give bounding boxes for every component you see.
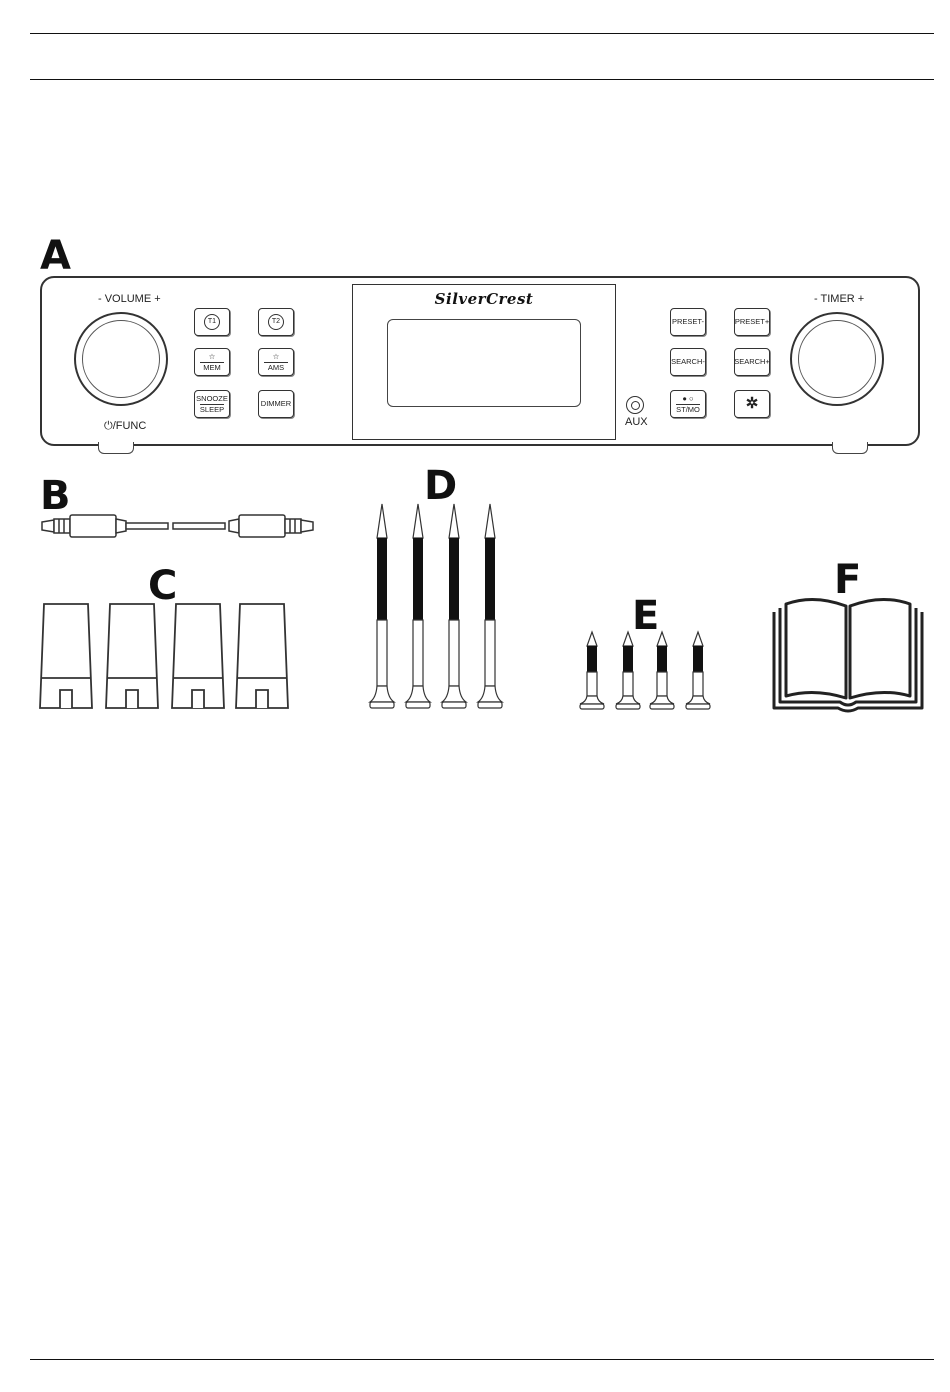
screw-short [686,632,710,709]
aux-cable [40,512,315,542]
search-plus-button[interactable]: SEARCH+ [734,348,770,376]
foot-piece [106,604,158,708]
mem-button[interactable]: ☆ MEM [194,348,230,376]
star-icon: ☆ [273,353,280,361]
t1-circle: T1 [204,314,220,330]
screw-long [370,504,394,708]
preset-minus-button[interactable]: PRESET- [670,308,706,336]
stereo-icon: ● ○ [682,395,693,403]
feet-set [38,600,294,714]
ams-button[interactable]: ☆ AMS [258,348,294,376]
brand-logo: SilverCrest [353,290,615,308]
foot-piece [40,604,92,708]
bottom-rule [30,1359,934,1360]
short-screws [576,630,716,714]
search-plus-label: SEARCH+ [734,358,770,366]
search-minus-label: SEARCH- [671,358,705,366]
aux-jack[interactable] [626,396,644,414]
label-b: B [40,476,71,516]
manual-book-icon [770,594,926,714]
volume-knob-inner [82,320,160,398]
stmo-label: ST/MO [676,406,700,414]
screw-short [650,632,674,709]
t2-button[interactable]: T2 [258,308,294,336]
gear-icon: ✲ [746,400,759,408]
stmo-button[interactable]: ● ○ ST/MO [670,390,706,418]
timer-knob-inner [798,320,876,398]
t2-circle: T2 [268,314,284,330]
volume-knob[interactable] [74,312,168,406]
timer-label: - TIMER + [814,293,864,305]
settings-button[interactable]: ✲ [734,390,770,418]
foot-piece [236,604,288,708]
func-label: ⏻/FUNC [104,420,146,433]
header-rule [30,79,934,80]
dimmer-label: DIMMER [261,400,291,408]
radio-foot-left [98,442,134,454]
preset-minus-label: PRESET- [672,318,704,326]
star-icon: ☆ [209,353,216,361]
snooze-sleep-button[interactable]: SNOOZE SLEEP [194,390,230,418]
volume-label: - VOLUME + [98,293,161,305]
t1-button[interactable]: T1 [194,308,230,336]
aux-label: AUX [625,416,648,428]
sleep-label: SLEEP [200,406,224,414]
foot-piece [172,604,224,708]
long-screws [368,502,508,716]
screw-long [478,504,502,708]
label-d: D [424,466,457,506]
preset-plus-label: PRESET+ [735,318,769,326]
label-a: A [40,236,71,276]
display-panel: SilverCrest [352,284,616,440]
screw-short [580,632,604,709]
top-rule [30,33,934,34]
radio-foot-right [832,442,868,454]
dimmer-button[interactable]: DIMMER [258,390,294,418]
screw-long [442,504,466,708]
ams-label: AMS [268,364,284,372]
lcd-screen [387,319,581,407]
screw-long [406,504,430,708]
snooze-label: SNOOZE [196,395,228,403]
timer-knob[interactable] [790,312,884,406]
mem-label: MEM [203,364,221,372]
radio-unit: - VOLUME + ⏻/FUNC T1 T2 ☆ MEM ☆ AMS SNOO… [40,276,920,446]
screw-short [616,632,640,709]
preset-plus-button[interactable]: PRESET+ [734,308,770,336]
search-minus-button[interactable]: SEARCH- [670,348,706,376]
